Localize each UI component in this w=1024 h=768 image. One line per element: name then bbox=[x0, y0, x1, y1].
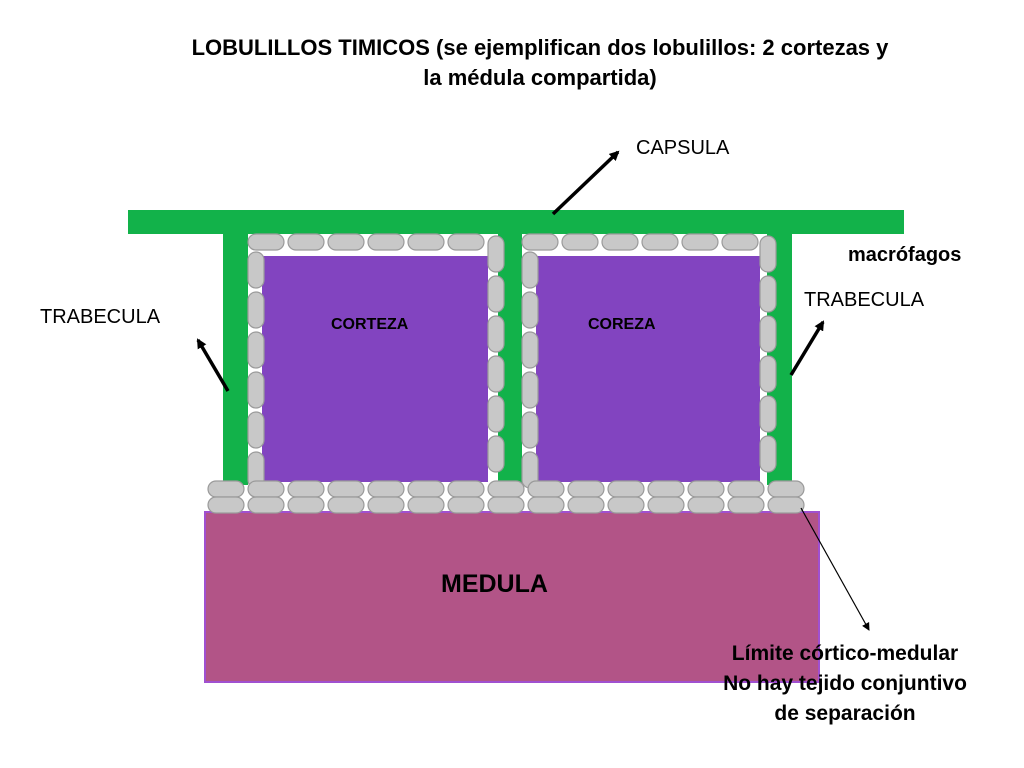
cell bbox=[561, 233, 599, 251]
cell bbox=[327, 233, 365, 251]
cell bbox=[247, 411, 265, 449]
cell bbox=[647, 480, 685, 498]
cortex-left bbox=[262, 256, 488, 482]
cell bbox=[759, 395, 777, 433]
cell bbox=[207, 496, 245, 514]
cortex-right-label: COREZA bbox=[588, 316, 656, 333]
cell bbox=[647, 496, 685, 514]
cell bbox=[527, 496, 565, 514]
trabecula-right-label: TRABECULA bbox=[804, 289, 925, 311]
cortex-left-label: CORTEZA bbox=[331, 316, 409, 333]
cell bbox=[367, 233, 405, 251]
cell bbox=[407, 233, 445, 251]
cell bbox=[767, 480, 805, 498]
cell bbox=[247, 251, 265, 289]
cell bbox=[721, 233, 759, 251]
cell bbox=[407, 480, 445, 498]
cell bbox=[601, 233, 639, 251]
cell bbox=[521, 371, 539, 409]
cell bbox=[567, 496, 605, 514]
cell bbox=[487, 355, 505, 393]
macrofagos-label: macrófagos bbox=[848, 244, 962, 266]
trabecula-left-arrow bbox=[196, 338, 230, 392]
cell-layer bbox=[207, 233, 805, 514]
trabecula-right-arrow bbox=[789, 320, 825, 376]
cell bbox=[247, 291, 265, 329]
capsula-label: CAPSULA bbox=[636, 137, 730, 159]
cell bbox=[759, 435, 777, 473]
cell bbox=[687, 496, 725, 514]
cell bbox=[487, 395, 505, 433]
cell bbox=[759, 235, 777, 273]
medulla-label: MEDULA bbox=[441, 570, 548, 598]
cell bbox=[521, 233, 559, 251]
cortex-right bbox=[536, 256, 760, 482]
cell bbox=[247, 233, 285, 251]
cell bbox=[487, 315, 505, 353]
cell bbox=[287, 233, 325, 251]
cell bbox=[759, 355, 777, 393]
cell bbox=[607, 480, 645, 498]
note-line-3: de separación bbox=[774, 702, 916, 725]
cell bbox=[287, 480, 325, 498]
cell bbox=[681, 233, 719, 251]
cell bbox=[687, 480, 725, 498]
cell bbox=[207, 480, 245, 498]
cell bbox=[287, 496, 325, 514]
capsule-arrow bbox=[551, 150, 620, 216]
trabecula-left bbox=[223, 230, 248, 485]
title-line-1: LOBULILLOS TIMICOS (se ejemplifican dos … bbox=[191, 35, 889, 60]
cell bbox=[367, 480, 405, 498]
corticomedullary-note: Límite córtico-medular No hay tejido con… bbox=[680, 639, 1010, 729]
cell bbox=[527, 480, 565, 498]
cell bbox=[487, 275, 505, 313]
cell bbox=[487, 496, 525, 514]
note-line-2: No hay tejido conjuntivo bbox=[723, 672, 967, 695]
cell bbox=[521, 411, 539, 449]
cell bbox=[447, 480, 485, 498]
cell bbox=[447, 496, 485, 514]
cell bbox=[759, 315, 777, 353]
boundary-arrow bbox=[800, 507, 870, 631]
cell bbox=[521, 251, 539, 289]
cell bbox=[727, 480, 765, 498]
trabecula-left-label: TRABECULA bbox=[40, 306, 161, 328]
cell bbox=[487, 435, 505, 473]
cell bbox=[521, 291, 539, 329]
cell bbox=[521, 331, 539, 369]
cell bbox=[607, 496, 645, 514]
cell bbox=[327, 496, 365, 514]
cell bbox=[641, 233, 679, 251]
cell bbox=[767, 496, 805, 514]
cell bbox=[367, 496, 405, 514]
cell bbox=[247, 480, 285, 498]
cell bbox=[567, 480, 605, 498]
cell bbox=[247, 496, 285, 514]
cell bbox=[447, 233, 485, 251]
title-line-2: la médula compartida) bbox=[423, 65, 657, 90]
cell bbox=[247, 371, 265, 409]
cell bbox=[727, 496, 765, 514]
cell bbox=[487, 480, 525, 498]
note-line-1: Límite córtico-medular bbox=[731, 642, 959, 665]
cell bbox=[247, 331, 265, 369]
cell bbox=[487, 235, 505, 273]
slide-title: LOBULILLOS TIMICOS (se ejemplifican dos … bbox=[100, 33, 980, 93]
cell bbox=[327, 480, 365, 498]
cell bbox=[759, 275, 777, 313]
cell bbox=[407, 496, 445, 514]
